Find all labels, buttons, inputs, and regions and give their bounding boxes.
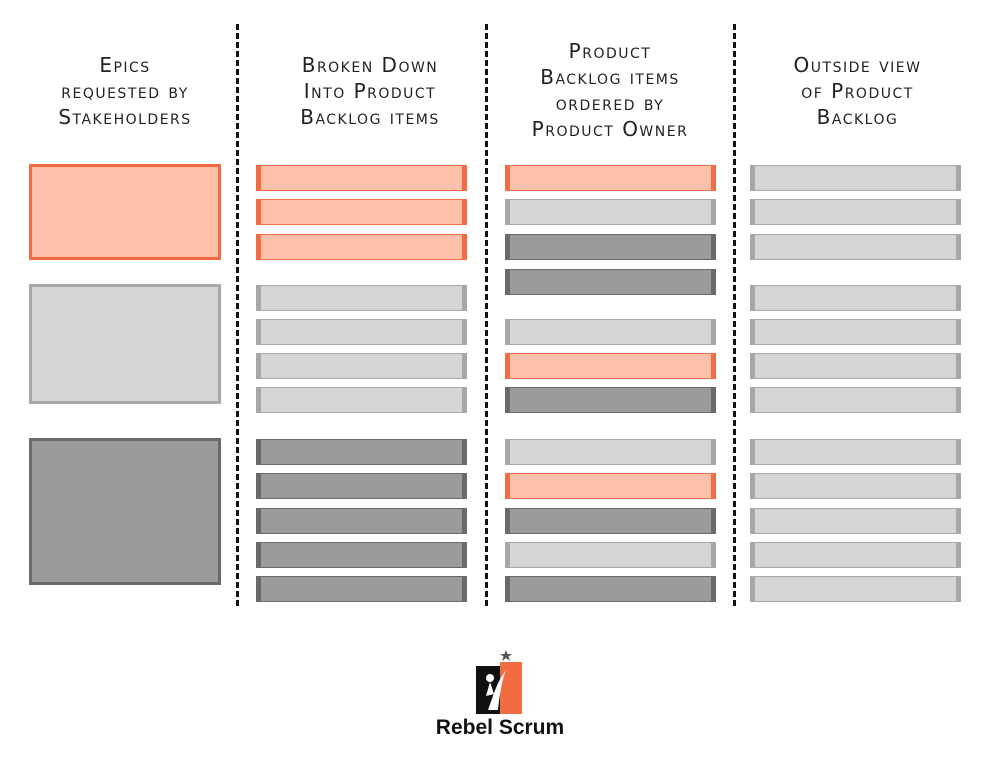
ordered-backlog-item-bar — [505, 269, 716, 295]
column-divider — [485, 24, 488, 606]
outside-view-item-bar — [750, 387, 961, 413]
heading-line: ordered by — [555, 91, 665, 115]
backlog-item-bar — [256, 234, 467, 260]
outside-view-item-bar — [750, 542, 961, 568]
backlog-item-bar — [256, 353, 467, 379]
backlog-item-bar — [256, 199, 467, 225]
epic-box — [29, 438, 221, 585]
ordered-backlog-item-bar — [505, 234, 716, 260]
outside-view-item-bar — [750, 165, 961, 191]
logo-text: Rebel Scrum — [435, 716, 565, 739]
outside-view-item-bar — [750, 353, 961, 379]
outside-view-item-bar — [750, 234, 961, 260]
heading-line: Product Owner — [531, 117, 689, 141]
heading-outside-view: Outside view of Product Backlog — [745, 52, 970, 130]
ordered-backlog-item-bar — [505, 473, 716, 499]
rebel-scrum-logo: Rebel Scrum — [428, 650, 572, 746]
ordered-backlog-item-bar — [505, 576, 716, 602]
heading-epics: Epics requested by Stakeholders — [20, 52, 230, 130]
ordered-backlog-item-bar — [505, 542, 716, 568]
outside-view-item-bar — [750, 439, 961, 465]
heading-line: Backlog items — [300, 105, 440, 129]
heading-line: Product — [568, 39, 652, 63]
ordered-backlog-item-bar — [505, 319, 716, 345]
heading-line: Stakeholders — [58, 105, 192, 129]
ordered-backlog-item-bar — [505, 199, 716, 225]
backlog-item-bar — [256, 576, 467, 602]
outside-view-item-bar — [750, 199, 961, 225]
heading-line: Outside view — [793, 53, 922, 77]
rebel-scrum-logo-icon — [476, 650, 522, 714]
heading-line: Backlog items — [540, 65, 680, 89]
heading-line: Backlog — [816, 105, 899, 129]
ordered-backlog-item-bar — [505, 165, 716, 191]
outside-view-item-bar — [750, 576, 961, 602]
heading-line: Epics — [99, 53, 151, 77]
ordered-backlog-item-bar — [505, 353, 716, 379]
backlog-item-bar — [256, 439, 467, 465]
column-divider — [236, 24, 239, 606]
outside-view-item-bar — [750, 319, 961, 345]
ordered-backlog-item-bar — [505, 508, 716, 534]
heading-line: of Product — [801, 79, 914, 103]
backlog-item-bar — [256, 473, 467, 499]
heading-line: Into Product — [303, 79, 437, 103]
backlog-item-bar — [256, 542, 467, 568]
ordered-backlog-item-bar — [505, 439, 716, 465]
heading-broken-down: Broken Down Into Product Backlog items — [255, 52, 485, 130]
heading-ordered: Product Backlog items ordered by Product… — [495, 38, 725, 142]
outside-view-item-bar — [750, 285, 961, 311]
ordered-backlog-item-bar — [505, 387, 716, 413]
backlog-item-bar — [256, 285, 467, 311]
outside-view-item-bar — [750, 473, 961, 499]
backlog-item-bar — [256, 165, 467, 191]
heading-line: Broken Down — [301, 53, 439, 77]
backlog-item-bar — [256, 319, 467, 345]
column-divider — [733, 24, 736, 606]
backlog-item-bar — [256, 508, 467, 534]
heading-line: requested by — [61, 79, 189, 103]
epic-box — [29, 284, 221, 404]
epic-box — [29, 164, 221, 260]
backlog-item-bar — [256, 387, 467, 413]
outside-view-item-bar — [750, 508, 961, 534]
